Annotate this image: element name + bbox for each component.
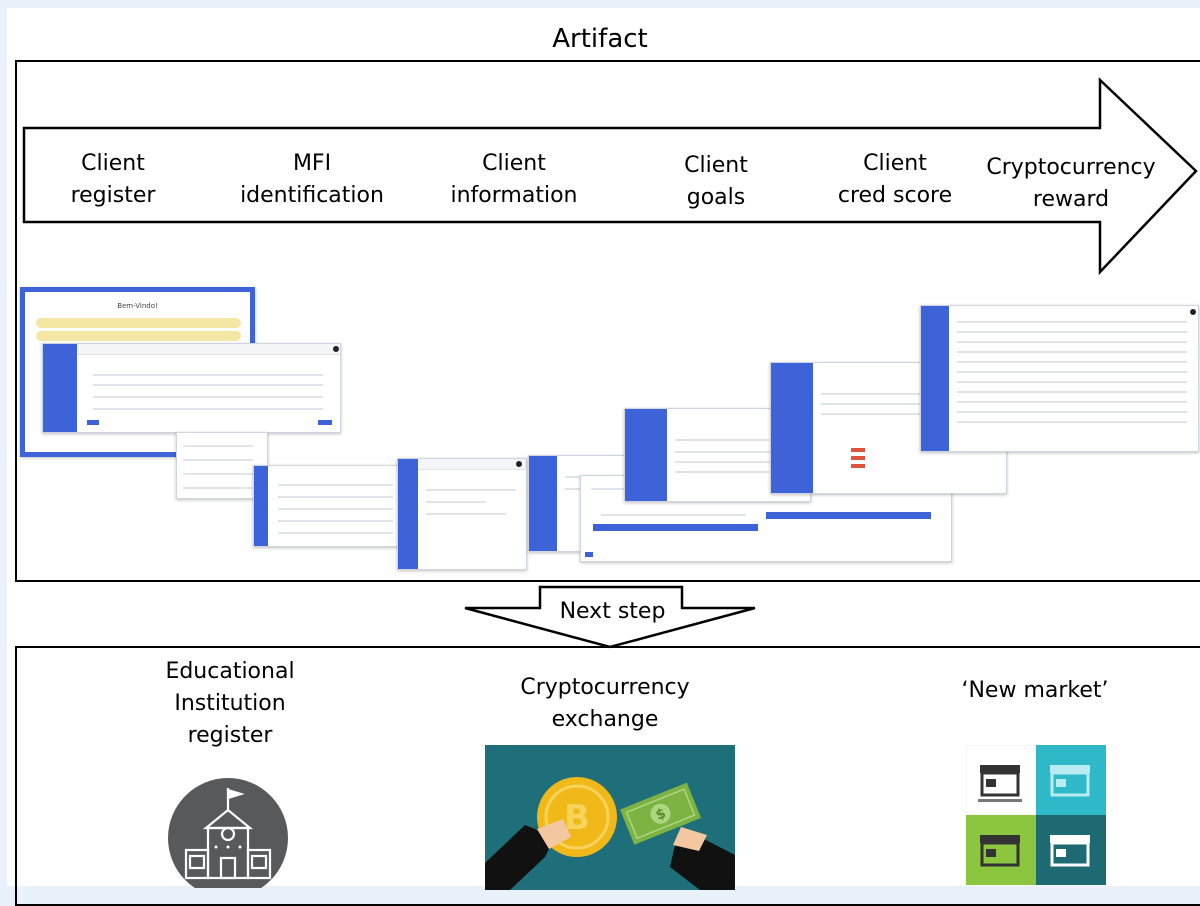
screenshot-reward-table bbox=[920, 305, 1199, 452]
artifact-box bbox=[15, 60, 1200, 582]
diagram-title: Artifact bbox=[552, 24, 648, 54]
school-icon bbox=[168, 778, 288, 888]
screenshot-client-register bbox=[42, 343, 341, 433]
screenshot-client-information bbox=[253, 465, 405, 547]
next-step-label: Next step bbox=[559, 599, 666, 624]
bitcoin-cash-exchange-icon: B $ bbox=[485, 745, 735, 890]
new-market-label: ‘New market’ bbox=[961, 678, 1109, 703]
process-arrow bbox=[22, 77, 1198, 276]
storefront-icon bbox=[966, 745, 1106, 885]
login-title: Bem-Vindo! bbox=[117, 302, 158, 310]
screenshot-client-goals bbox=[397, 458, 527, 570]
next-step-arrow bbox=[464, 585, 756, 649]
